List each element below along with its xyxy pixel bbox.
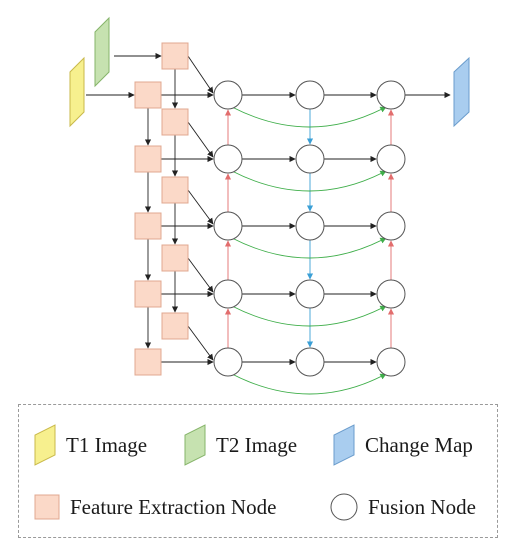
legend-t1-label: T1 Image	[66, 432, 148, 457]
feature-extraction-node	[134, 348, 162, 376]
legend-t2-label: T2 Image	[216, 432, 298, 457]
fusion-node	[295, 347, 325, 377]
feature-extraction-node	[161, 42, 189, 70]
fusion-node	[213, 80, 243, 110]
flow-arrow	[187, 55, 214, 94]
fusion-node	[376, 347, 406, 377]
fusion-node	[213, 144, 243, 174]
legend: T1 Image T2 Image Change Map Feature Ext…	[18, 404, 498, 538]
legend-t1: T1 Image	[33, 423, 147, 467]
fusion-node	[295, 279, 325, 309]
fusion-node	[295, 211, 325, 241]
feature-extraction-node	[161, 176, 189, 204]
t1-image-icon	[69, 56, 85, 128]
t2-image-icon	[184, 424, 206, 466]
legend-fusion: Fusion Node	[329, 492, 476, 522]
change-map-icon	[333, 424, 355, 466]
skip-connection	[231, 373, 387, 395]
t2-image-icon	[94, 16, 110, 88]
fusion-node-icon	[330, 493, 358, 521]
flow-arrow	[187, 257, 214, 293]
legend-map-label: Change Map	[365, 432, 473, 457]
fusion-node	[213, 211, 243, 241]
feature-extraction-node	[161, 312, 189, 340]
network-diagram	[69, 16, 470, 395]
skip-connection	[231, 170, 387, 192]
legend-map: Change Map	[332, 423, 473, 467]
feature-extraction-node	[161, 244, 189, 272]
fusion-node	[213, 279, 243, 309]
feature-extraction-node	[134, 212, 162, 240]
skip-connection	[231, 106, 387, 128]
fusion-node	[376, 279, 406, 309]
legend-feature-label: Feature Extraction Node	[70, 494, 277, 519]
fusion-node	[376, 80, 406, 110]
feature-extraction-node	[134, 81, 162, 109]
skip-connection	[231, 305, 387, 327]
flow-arrow	[187, 189, 214, 225]
feature-node-icon	[34, 494, 60, 520]
fusion-node	[376, 144, 406, 174]
fusion-node	[295, 80, 325, 110]
feature-extraction-node	[134, 280, 162, 308]
skip-connection	[231, 237, 387, 259]
feature-extraction-node	[134, 145, 162, 173]
legend-fusion-label: Fusion Node	[368, 494, 476, 519]
fusion-node	[295, 144, 325, 174]
legend-feature: Feature Extraction Node	[33, 493, 276, 521]
fusion-node	[213, 347, 243, 377]
fusion-node	[376, 211, 406, 241]
change-map-icon	[453, 56, 470, 128]
flow-arrow	[187, 325, 214, 361]
legend-t2: T2 Image	[183, 423, 297, 467]
t1-image-icon	[34, 424, 56, 466]
flow-arrow	[187, 121, 214, 158]
feature-extraction-node	[161, 108, 189, 136]
